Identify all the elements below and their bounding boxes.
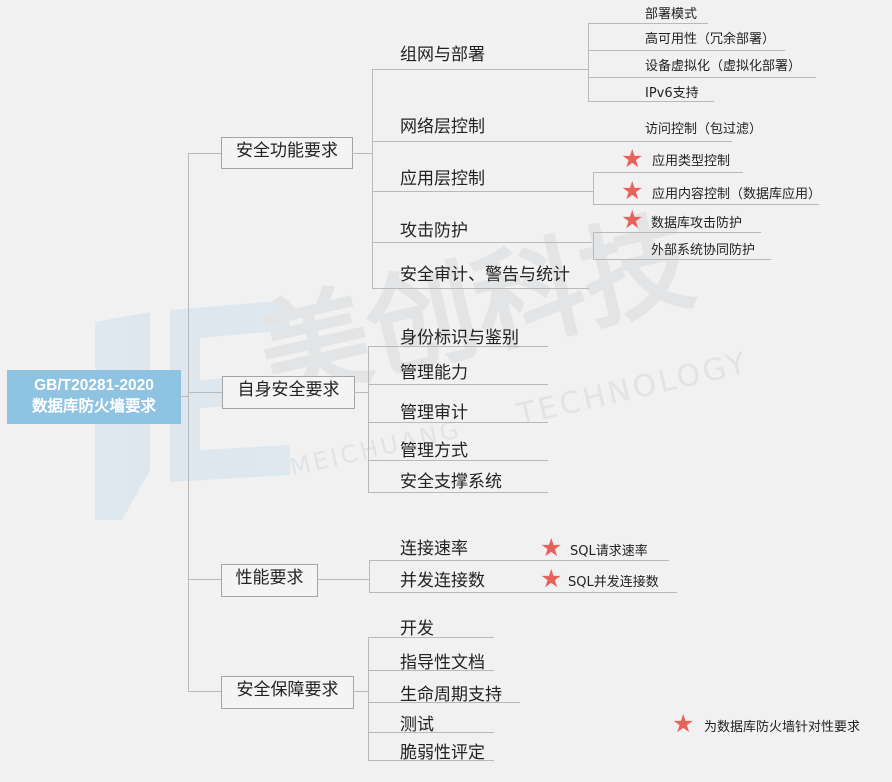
underline xyxy=(593,204,819,205)
connector xyxy=(188,691,221,692)
connector xyxy=(181,396,189,397)
node-development: 开发 xyxy=(400,619,434,639)
underline xyxy=(588,101,714,102)
star-icon: ★ xyxy=(621,205,644,234)
root-title-line2: 数据库防火墙要求 xyxy=(31,398,156,415)
underline xyxy=(588,23,708,24)
underline xyxy=(372,191,593,192)
underline xyxy=(369,592,677,593)
leaf-device-virtualization: 设备虚拟化（虚拟化部署） xyxy=(645,59,802,74)
node-connection-rate: 连接速率 xyxy=(400,539,468,559)
connector xyxy=(369,560,370,592)
watermark-en-top: TECHNOLOGY xyxy=(513,346,752,433)
connector xyxy=(368,346,369,493)
leaf-sql-request-rate: SQL请求速率 xyxy=(570,544,648,559)
underline xyxy=(372,288,589,289)
node-network-layer-control: 网络层控制 xyxy=(400,117,485,137)
node-management-method: 管理方式 xyxy=(400,441,468,461)
underline xyxy=(588,77,816,78)
legend-text: 为数据库防火墙针对性要求 xyxy=(704,720,861,735)
leaf-db-attack-protection: 数据库攻击防护 xyxy=(651,216,743,231)
underline xyxy=(372,242,592,243)
root-title-line1: GB/T20281-2020 xyxy=(34,377,154,394)
connector xyxy=(372,69,373,289)
underline xyxy=(368,384,548,385)
underline xyxy=(368,422,548,423)
leaf-sql-concurrent: SQL并发连接数 xyxy=(568,575,659,590)
branch-self-security: 自身安全要求 xyxy=(222,376,355,409)
underline xyxy=(372,69,588,70)
underline xyxy=(372,141,732,142)
connector xyxy=(353,691,369,692)
underline xyxy=(593,172,743,173)
underline xyxy=(588,50,785,51)
star-icon: ★ xyxy=(621,144,644,173)
branch-security-function: 安全功能要求 xyxy=(221,137,353,169)
underline xyxy=(368,460,548,461)
connector xyxy=(368,637,369,760)
underline xyxy=(368,492,548,493)
node-lifecycle-support: 生命周期支持 xyxy=(400,685,502,705)
node-networking-deployment: 组网与部署 xyxy=(400,45,485,65)
node-audit-alert-stats: 安全审计、警告与统计 xyxy=(400,265,570,285)
underline xyxy=(368,702,520,703)
underline xyxy=(368,637,494,638)
leaf-access-control: 访问控制（包过滤） xyxy=(645,122,763,137)
node-attack-protection: 攻击防护 xyxy=(400,221,468,241)
connector xyxy=(317,579,370,580)
underline xyxy=(593,232,761,233)
connector xyxy=(188,392,223,393)
leaf-app-content-control: 应用内容控制（数据库应用） xyxy=(652,187,822,202)
connector xyxy=(188,153,189,691)
star-icon: ★ xyxy=(540,533,563,562)
connector xyxy=(188,579,221,580)
node-testing: 测试 xyxy=(400,715,434,735)
connector xyxy=(593,232,594,259)
node-identity-auth: 身份标识与鉴别 xyxy=(400,328,519,348)
node-vulnerability-assessment: 脆弱性评定 xyxy=(400,743,485,763)
node-application-layer-control: 应用层控制 xyxy=(400,169,485,189)
underline xyxy=(369,560,669,561)
connector xyxy=(593,172,594,204)
connector xyxy=(188,153,222,154)
branch-security-assurance: 安全保障要求 xyxy=(221,676,354,709)
leaf-external-coop-protection: 外部系统协同防护 xyxy=(651,243,756,258)
underline xyxy=(368,760,494,761)
connector xyxy=(588,23,589,101)
leaf-app-type-control: 应用类型控制 xyxy=(652,154,731,169)
node-security-support-system: 安全支撑系统 xyxy=(400,472,502,492)
underline xyxy=(368,346,548,347)
star-icon: ★ xyxy=(540,564,563,593)
node-management-capability: 管理能力 xyxy=(400,363,468,383)
leaf-high-availability: 高可用性（冗余部署） xyxy=(645,32,776,47)
legend-star-icon: ★ xyxy=(672,709,695,738)
underline xyxy=(593,259,771,260)
leaf-ipv6-support: IPv6支持 xyxy=(645,86,699,101)
root-node: GB/T20281-2020 数据库防火墙要求 xyxy=(7,370,181,424)
node-concurrent-connections: 并发连接数 xyxy=(400,571,485,591)
node-guidance-docs: 指导性文档 xyxy=(400,653,485,673)
underline xyxy=(368,670,494,671)
star-icon: ★ xyxy=(621,176,644,205)
underline xyxy=(368,732,494,733)
node-management-audit: 管理审计 xyxy=(400,403,468,423)
branch-performance: 性能要求 xyxy=(221,564,318,597)
connector xyxy=(354,392,369,393)
connector xyxy=(352,153,372,154)
leaf-deploy-mode: 部署模式 xyxy=(645,7,698,22)
